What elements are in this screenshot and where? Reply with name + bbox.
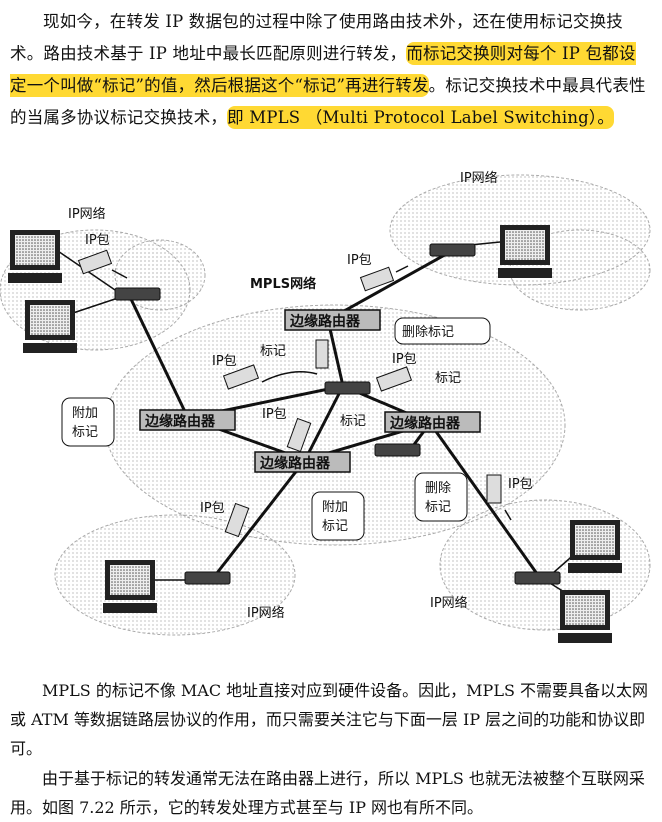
packet-icons xyxy=(77,249,502,538)
ip-packet-label: IP包 xyxy=(262,407,287,422)
callout-add-center: 附加 标记 xyxy=(311,491,365,541)
body-paragraph-1: MPLS 的标记不像 MAC 地址直接对应到硬件设备。因此，MPLS 不需要具备… xyxy=(10,681,648,758)
svg-text:删除标记: 删除标记 xyxy=(402,325,454,340)
label-tag: 标记 xyxy=(260,344,286,359)
intro-text-1: 现如今，在转发 IP 数据包的过程中除了使用路由技术外，还在使用标记交换技术。路… xyxy=(10,12,624,63)
mpls-network-figure: 边缘路由器 边缘路由器 边缘路由器 边缘路由器 IP网络 IP网络 IP网络 I… xyxy=(0,170,651,643)
svg-text:标记: 标记 xyxy=(322,519,348,534)
svg-text:删除: 删除 xyxy=(425,481,451,496)
arrows xyxy=(111,265,512,521)
edge-router-center: 边缘路由器 xyxy=(254,451,351,473)
intro-paragraph: 现如今，在转发 IP 数据包的过程中除了使用路由技术外，还在使用标记交换技术。路… xyxy=(10,6,652,134)
ip-packet-label: IP包 xyxy=(347,253,372,268)
body-paragraph-2: 由于基于标记的转发通常无法在路由器上进行，所以 MPLS 也就无法被整个互联网采… xyxy=(10,769,645,817)
svg-text:附加: 附加 xyxy=(322,500,348,515)
computer-icon xyxy=(23,300,77,353)
ip-packet-label: IP包 xyxy=(392,352,417,367)
computer-icon xyxy=(498,225,552,278)
computer-icon xyxy=(558,590,612,643)
edge-router-top: 边缘路由器 xyxy=(284,309,381,331)
callout-remove-right: 删除 标记 xyxy=(414,472,468,522)
edge-router-top-label: 边缘路由器 xyxy=(289,313,361,330)
label-tag: 标记 xyxy=(340,414,366,429)
edge-router-center-label: 边缘路由器 xyxy=(259,455,331,472)
ip-packet-label: IP包 xyxy=(85,233,110,248)
edge-router-right: 边缘路由器 xyxy=(384,411,481,433)
computer-icon xyxy=(103,560,157,613)
ip-packet-label: IP包 xyxy=(212,354,237,369)
label-tag: 标记 xyxy=(435,371,461,386)
mpls-net-label: MPLS网络 xyxy=(250,276,316,292)
ip-packet-label: IP包 xyxy=(508,477,533,492)
computer-icon xyxy=(568,520,622,573)
svg-text:标记: 标记 xyxy=(425,500,451,515)
edge-router-left: 边缘路由器 xyxy=(139,409,236,431)
computer-icon xyxy=(8,230,62,283)
callout-add-left: 附加 标记 xyxy=(61,397,115,447)
net-label-bottom-right: IP网络 xyxy=(430,595,468,611)
edge-router-left-label: 边缘路由器 xyxy=(144,413,216,430)
ip-packet-label: IP包 xyxy=(200,501,225,516)
net-label-top-left: IP网络 xyxy=(68,206,106,222)
net-label-top-right: IP网络 xyxy=(460,170,498,186)
callout-remove-top: 删除标记 xyxy=(394,317,491,345)
intro-text-2: 。标记交换技术中最具代表性的当属多协议标记交换技术， xyxy=(10,76,646,127)
edge-router-right-label: 边缘路由器 xyxy=(389,415,461,432)
svg-text:标记: 标记 xyxy=(72,425,98,440)
router-icon xyxy=(114,243,561,585)
svg-text:附加: 附加 xyxy=(72,406,98,421)
net-label-bottom-left: IP网络 xyxy=(247,605,285,621)
highlight-mpls: 即 MPLS （Multi Protocol Label Switching）。 xyxy=(227,106,615,129)
